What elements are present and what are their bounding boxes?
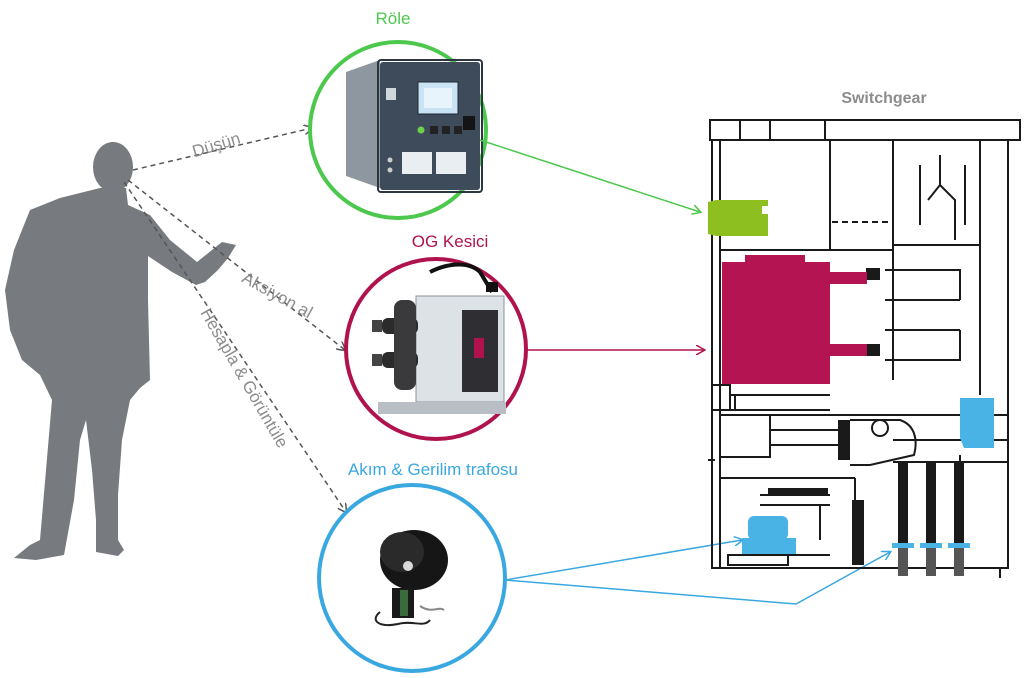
arrow-think: [132, 128, 312, 171]
switchgear-title: Switchgear: [841, 90, 927, 107]
relay-group: [308, 40, 488, 220]
connector-arrows: [479, 139, 890, 605]
person-silhouette: [5, 142, 236, 560]
arrow-compute: [123, 181, 346, 512]
switchgear-drawing: [708, 119, 1021, 578]
arrow-ct-to-vt: [504, 540, 742, 581]
ct-group: [317, 483, 507, 673]
ct-device-image: [374, 530, 448, 626]
arrow-relay-to-switchgear: [479, 139, 700, 212]
relay-device-image: [346, 59, 483, 193]
switchgear-details: [768, 268, 964, 576]
ct-highlights: [742, 398, 994, 554]
relay-title: Röle: [375, 9, 411, 28]
dashed-arrows: [123, 128, 346, 512]
breaker-highlight: [722, 255, 867, 384]
relay-highlight: [708, 200, 768, 236]
breaker-title: OG Kesici: [411, 232, 489, 251]
breaker-group: [344, 257, 528, 441]
arrow-act: [127, 179, 345, 350]
ct-title: Akım & Gerilim trafosu: [347, 460, 519, 479]
breaker-device-image: [372, 262, 506, 414]
arrow-ct-to-cables: [504, 552, 890, 605]
